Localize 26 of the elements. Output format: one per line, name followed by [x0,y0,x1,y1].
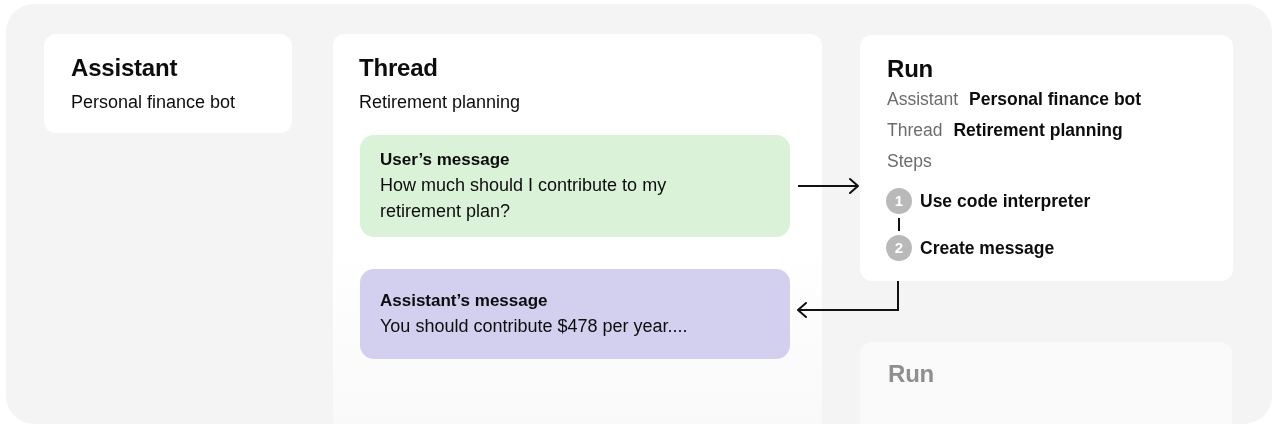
step-label: Use code interpreter [920,190,1091,213]
card-title: Thread [359,54,438,82]
details-card [860,35,1233,281]
card-title: Run [888,360,935,388]
arrow [797,280,899,318]
field-label: Thread [887,118,943,142]
message-sender: User’s message [380,149,510,171]
message-sender: Assistant’s message [380,290,548,312]
card-subtitle: Retirement planning [359,91,521,114]
field-value: Retirement planning [953,118,1123,142]
card-title: Assistant [71,54,178,82]
field-value: Personal finance bot [969,87,1142,111]
message-text: You should contribute $478 per year.... [380,315,688,338]
card-subtitle: Personal finance bot [71,91,236,114]
step-number: 1 [886,188,912,214]
thread-panel [333,34,822,424]
step-number: 2 [886,235,912,261]
arrow [797,178,859,194]
message-bubble [360,135,790,237]
connector-line [898,217,900,232]
step-label: Create message [920,237,1055,260]
message-text: How much should I contribute to my retirement plan? [380,174,668,223]
card-title: Run [887,55,934,83]
section-label: Steps [887,149,932,173]
message-bubble [360,269,790,359]
field-label: Assistant [887,87,958,111]
